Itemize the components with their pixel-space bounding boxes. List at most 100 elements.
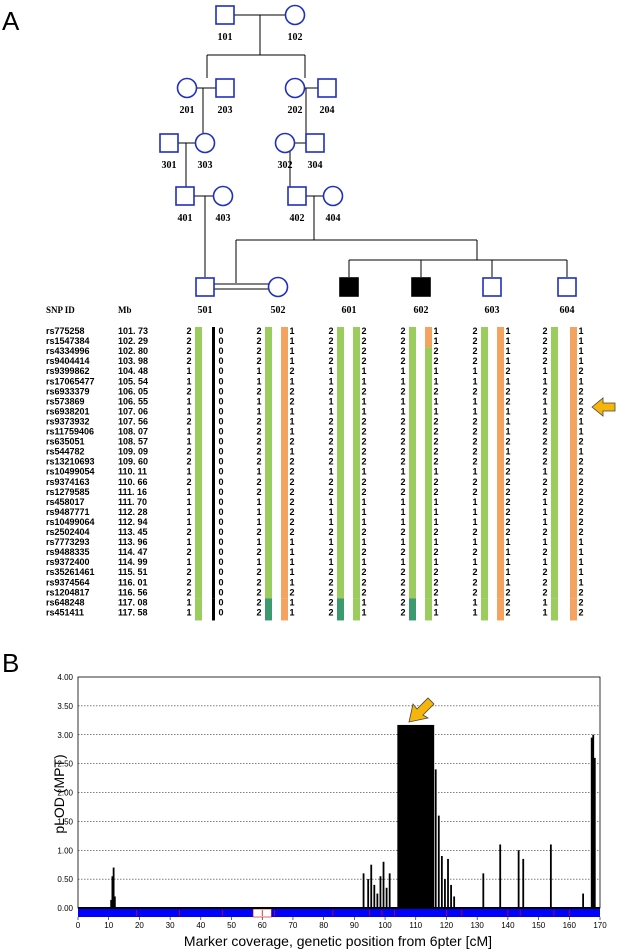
allele-cell: 2 (361, 437, 366, 447)
haplotype-bar-segment (337, 598, 344, 621)
allele-cell: 1 (578, 376, 583, 386)
y-tick-label: 0.50 (57, 875, 73, 884)
allele-cell: 1 (186, 406, 191, 416)
allele-cell: 0 (218, 557, 223, 567)
allele-cell: 2 (361, 587, 366, 597)
haplotype-bar-segment (353, 598, 360, 621)
allele-cell: 2 (505, 457, 510, 467)
allele-cell: 2 (361, 527, 366, 537)
allele-cell: 2 (505, 597, 510, 607)
snp-id-cell: rs9488335 (46, 547, 90, 557)
haplotype-bar (195, 327, 202, 599)
allele-cell: 2 (472, 326, 477, 336)
allele-cell: 2 (505, 497, 510, 507)
mb-cell: 103. 98 (118, 356, 148, 366)
allele-cell: 1 (289, 416, 294, 426)
allele-cell: 1 (328, 396, 333, 406)
allele-cell: 0 (218, 356, 223, 366)
allele-cell: 1 (578, 427, 583, 437)
allele-cell: 2 (328, 447, 333, 457)
allele-cell: 2 (505, 477, 510, 487)
allele-cell: 2 (361, 356, 366, 366)
x-tick-label: 130 (470, 921, 484, 930)
allele-cell: 1 (400, 497, 405, 507)
mb-cell: 107. 06 (118, 406, 148, 416)
allele-cell: 2 (433, 587, 438, 597)
allele-cell: 2 (472, 457, 477, 467)
allele-cell: 1 (433, 607, 438, 617)
allele-cell: 1 (328, 406, 333, 416)
allele-cell: 1 (256, 517, 261, 527)
allele-cell: 2 (186, 567, 191, 577)
allele-cell: 2 (361, 427, 366, 437)
allele-cell: 1 (578, 567, 583, 577)
allele-cell: 2 (256, 437, 261, 447)
allele-cell: 1 (328, 537, 333, 547)
allele-cell: 1 (472, 497, 477, 507)
allele-cell: 1 (361, 406, 366, 416)
allele-cell: 1 (542, 366, 547, 376)
haplotype-bar-segment (281, 598, 288, 621)
mb-cell: 101. 73 (118, 326, 148, 336)
allele-cell: 2 (361, 567, 366, 577)
allele-cell: 2 (186, 477, 191, 487)
snp-id-cell: rs9399862 (46, 366, 90, 376)
allele-cell: 2 (400, 567, 405, 577)
allele-cell: 1 (542, 517, 547, 527)
allele-cell: 2 (472, 477, 477, 487)
allele-cell: 0 (218, 577, 223, 587)
allele-cell: 2 (256, 597, 261, 607)
allele-cell: 1 (472, 597, 477, 607)
snp-id-cell: rs9404414 (46, 356, 90, 366)
female-symbol-icon (274, 132, 296, 154)
allele-cell: 1 (186, 497, 191, 507)
allele-cell: 2 (328, 597, 333, 607)
haplotype-bar (212, 327, 215, 599)
mb-cell: 108. 57 (118, 437, 148, 447)
allele-cell: 1 (186, 557, 191, 567)
allele-cell: 2 (289, 527, 294, 537)
allele-cell: 2 (578, 386, 583, 396)
x-tick-label: 40 (196, 921, 205, 930)
allele-cell: 2 (542, 457, 547, 467)
allele-cell: 1 (400, 366, 405, 376)
snp-id-cell: rs775258 (46, 326, 85, 336)
allele-cell: 2 (289, 457, 294, 467)
allele-cell: 0 (218, 386, 223, 396)
allele-cell: 1 (472, 517, 477, 527)
individual-id-label: 601 (342, 305, 357, 316)
allele-cell: 2 (400, 326, 405, 336)
allele-cell: 1 (289, 597, 294, 607)
y-tick-label: 3.00 (57, 731, 73, 740)
allele-cell: 1 (542, 537, 547, 547)
pedigree-lines (178, 14, 568, 290)
male-symbol-icon (482, 277, 502, 297)
allele-cell: 2 (542, 416, 547, 426)
haplotype-bar (353, 327, 360, 599)
allele-cell: 1 (433, 597, 438, 607)
allele-cell: 2 (400, 527, 405, 537)
snp-id-cell: rs6933379 (46, 386, 90, 396)
allele-cell: 1 (186, 607, 191, 617)
mb-cell: 109. 09 (118, 447, 148, 457)
female-symbol-icon (284, 77, 306, 99)
allele-cell: 2 (542, 437, 547, 447)
allele-cell: 0 (218, 537, 223, 547)
allele-cell: 2 (289, 497, 294, 507)
haplotype-bar-segment (425, 598, 432, 621)
allele-cell: 2 (400, 607, 405, 617)
allele-cell: 2 (433, 487, 438, 497)
allele-cell: 0 (218, 607, 223, 617)
column-header-mb: Mb (118, 305, 132, 315)
allele-cell: 2 (256, 336, 261, 346)
allele-cell: 0 (218, 406, 223, 416)
allele-cell: 2 (256, 577, 261, 587)
allele-cell: 1 (542, 607, 547, 617)
allele-cell: 1 (328, 517, 333, 527)
allele-cell: 2 (472, 567, 477, 577)
snp-id-cell: rs1279585 (46, 487, 90, 497)
allele-cell: 2 (433, 346, 438, 356)
allele-cell: 0 (218, 416, 223, 426)
allele-cell: 2 (186, 527, 191, 537)
